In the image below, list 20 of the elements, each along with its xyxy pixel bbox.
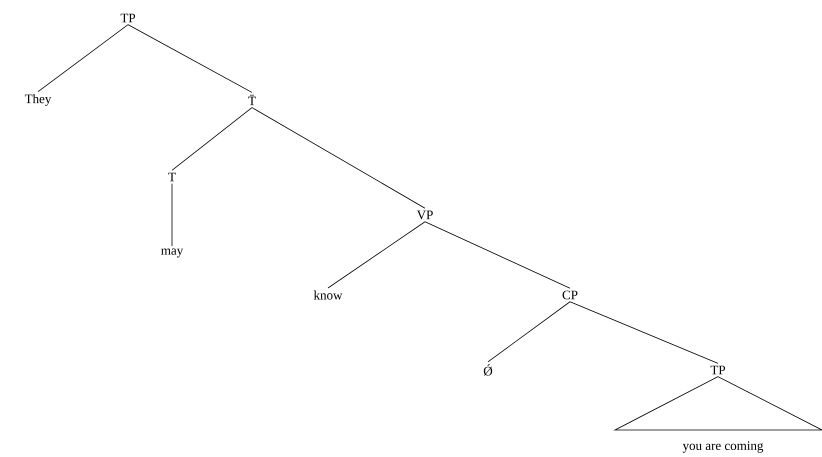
branch-line (252, 107, 426, 209)
tree-label: VP (416, 210, 433, 220)
branch-line (570, 301, 718, 364)
branch-line (38, 24, 128, 92)
tree-label: CP (562, 290, 578, 300)
tree-label: They (24, 94, 52, 106)
triangle-branch (613, 376, 822, 430)
branch-line (128, 24, 252, 93)
tree-label: know (314, 290, 342, 300)
branch-line (172, 107, 252, 171)
tree-label: TP (710, 366, 726, 374)
tree-label: Ǿ (484, 364, 492, 376)
branch-line (488, 301, 570, 362)
tree-label: TP (120, 14, 136, 22)
tree-label: you are coming (682, 441, 764, 453)
tree-label: T (168, 172, 176, 182)
tree-label: T̄ (248, 94, 256, 106)
tree-label: may (161, 248, 184, 258)
branch-line (328, 221, 426, 288)
branch-line (424, 221, 570, 289)
